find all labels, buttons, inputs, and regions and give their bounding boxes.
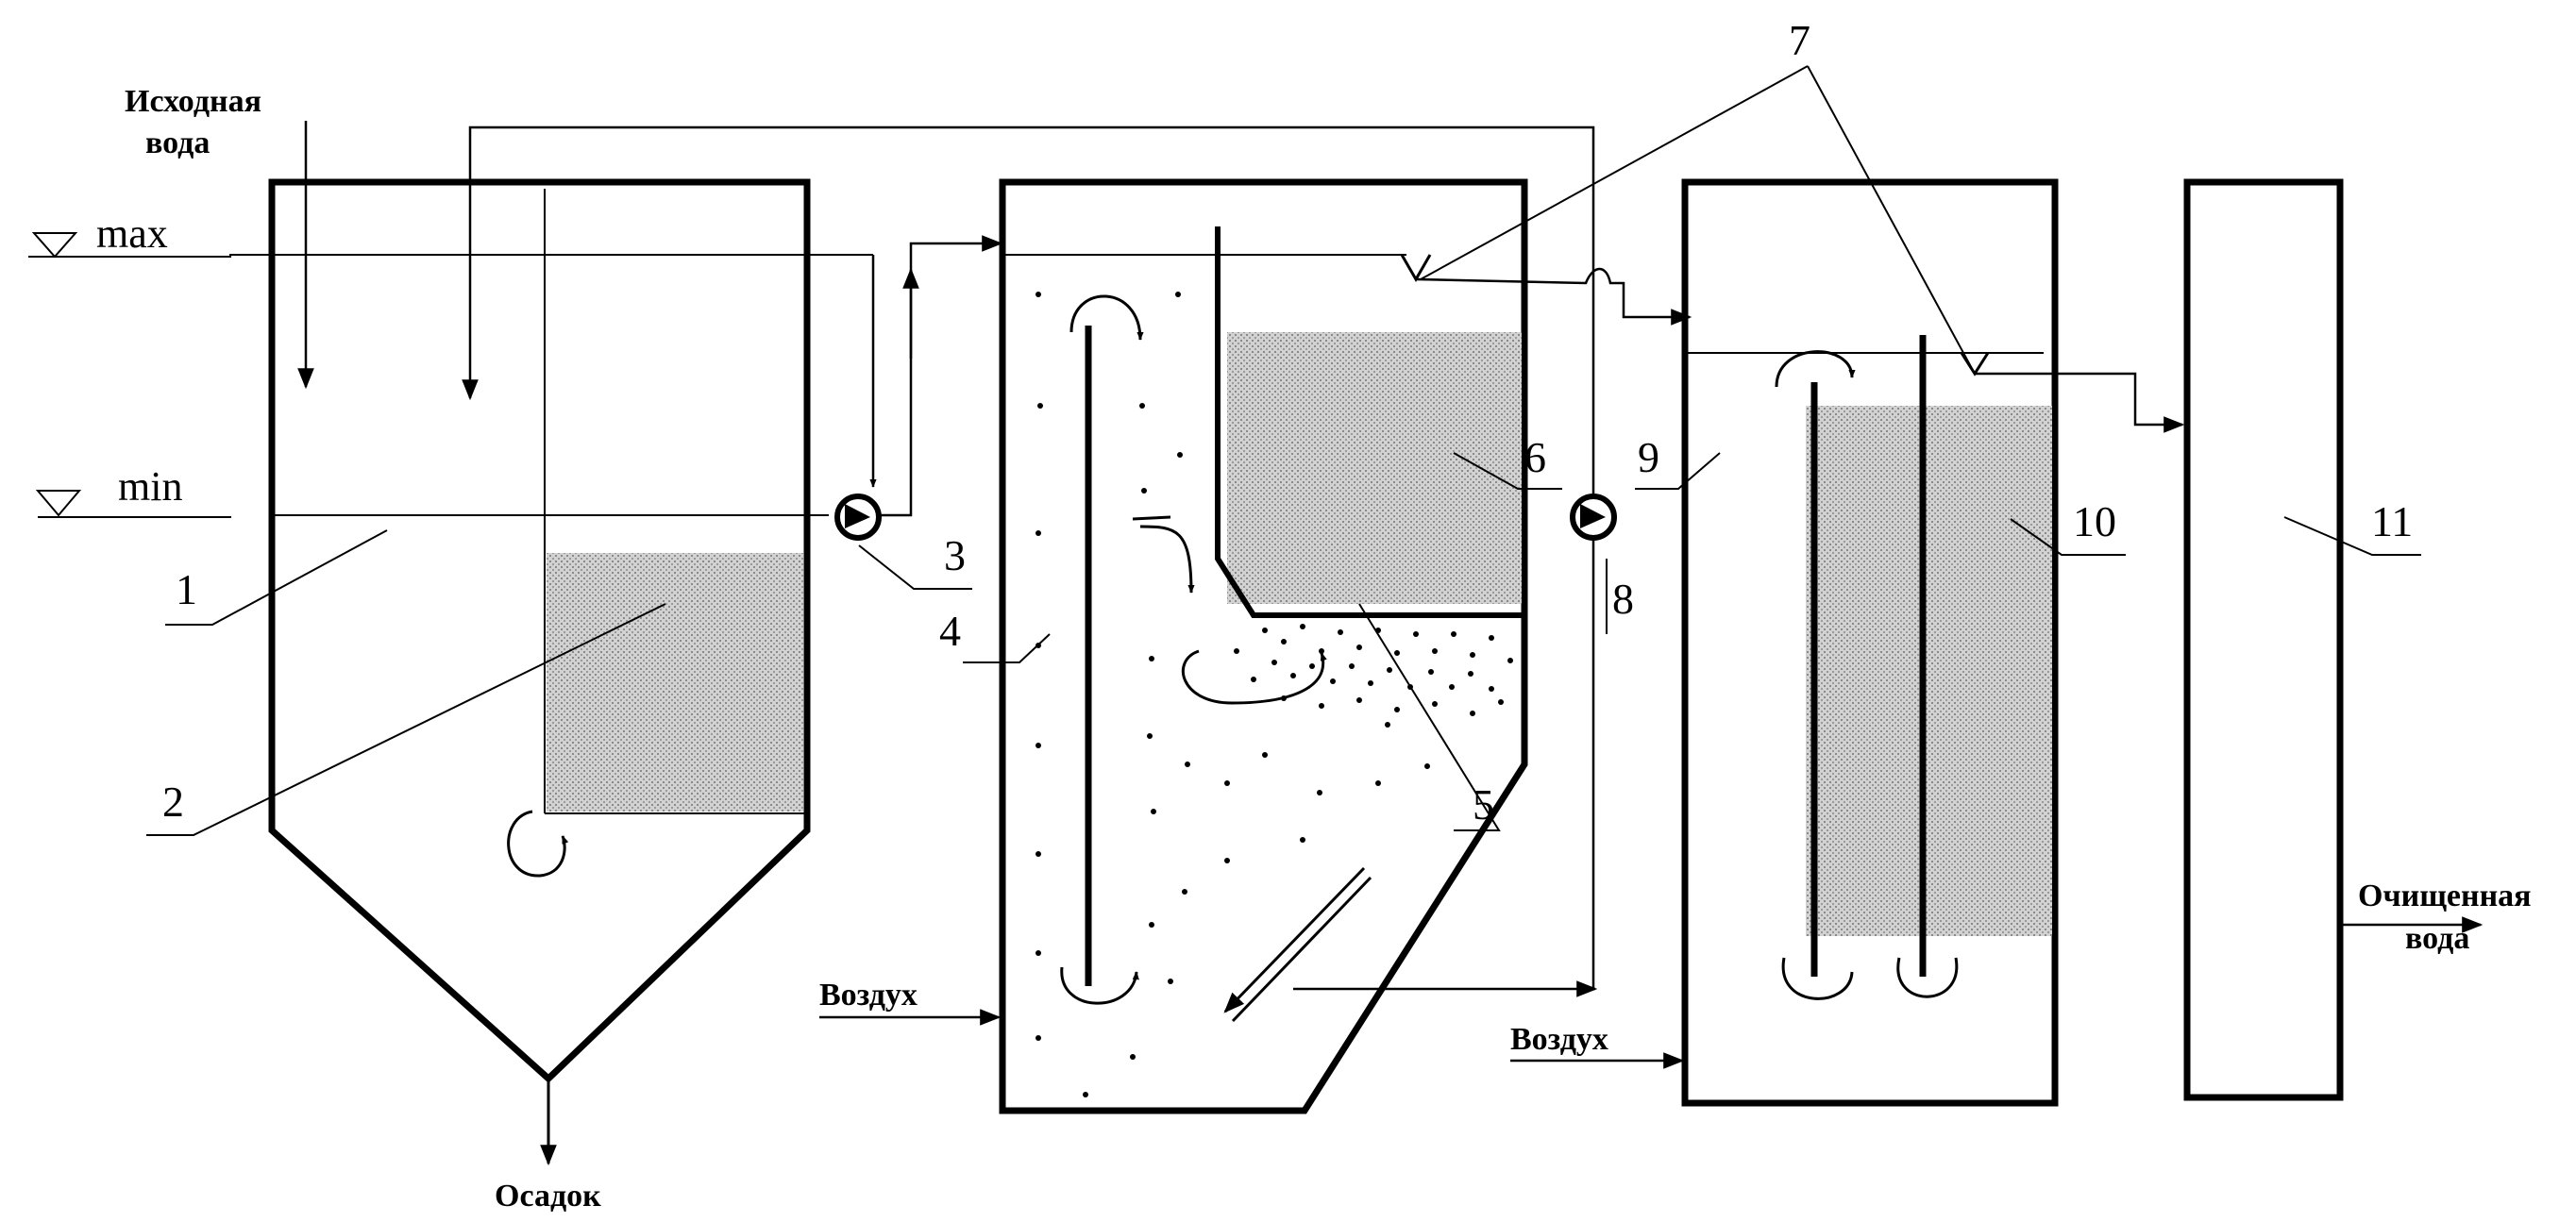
air-label-left: Воздух — [819, 978, 918, 1013]
callout-10: 10 — [2073, 497, 2116, 545]
callout-6: 6 — [1524, 433, 1546, 481]
air-label-right: Воздух — [1510, 1022, 1608, 1057]
sediment-label: Осадок — [495, 1179, 601, 1214]
pump-8-icon — [1573, 496, 1614, 538]
callout-5: 5 — [1473, 780, 1494, 829]
rotation-arrow-tank-1 — [509, 812, 565, 876]
min-level-label: min — [118, 463, 182, 510]
callout-4: 4 — [939, 607, 961, 655]
source-water-label-2: вода — [145, 126, 210, 160]
sludge-return-arrow — [1225, 868, 1371, 1021]
source-water-label: Исходная — [125, 84, 261, 119]
callout-9: 9 — [1638, 433, 1659, 481]
sludge-layer-2 — [547, 553, 803, 812]
callout-7: 7 — [1789, 16, 1810, 64]
clarifier-sludge-6 — [1227, 332, 1522, 604]
post-treatment-tank-11 — [2187, 182, 2340, 1097]
clean-water-label: Очищенная — [2358, 879, 2532, 913]
max-level-label: max — [96, 210, 168, 257]
pump-3-icon — [837, 496, 879, 538]
callout-3: 3 — [944, 531, 966, 579]
callout-8: 8 — [1612, 575, 1634, 623]
clarifier-settling-flocs — [1234, 624, 1513, 728]
callout-11: 11 — [2371, 497, 2413, 545]
callout-2: 2 — [162, 778, 184, 826]
biofilm-carrier-10 — [1806, 406, 2052, 936]
aerotank-outflow-line — [1416, 269, 1690, 317]
clean-water-label-2: вода — [2405, 921, 2469, 956]
pump-3-discharge-line — [879, 243, 1001, 515]
callout-1: 1 — [176, 565, 197, 613]
